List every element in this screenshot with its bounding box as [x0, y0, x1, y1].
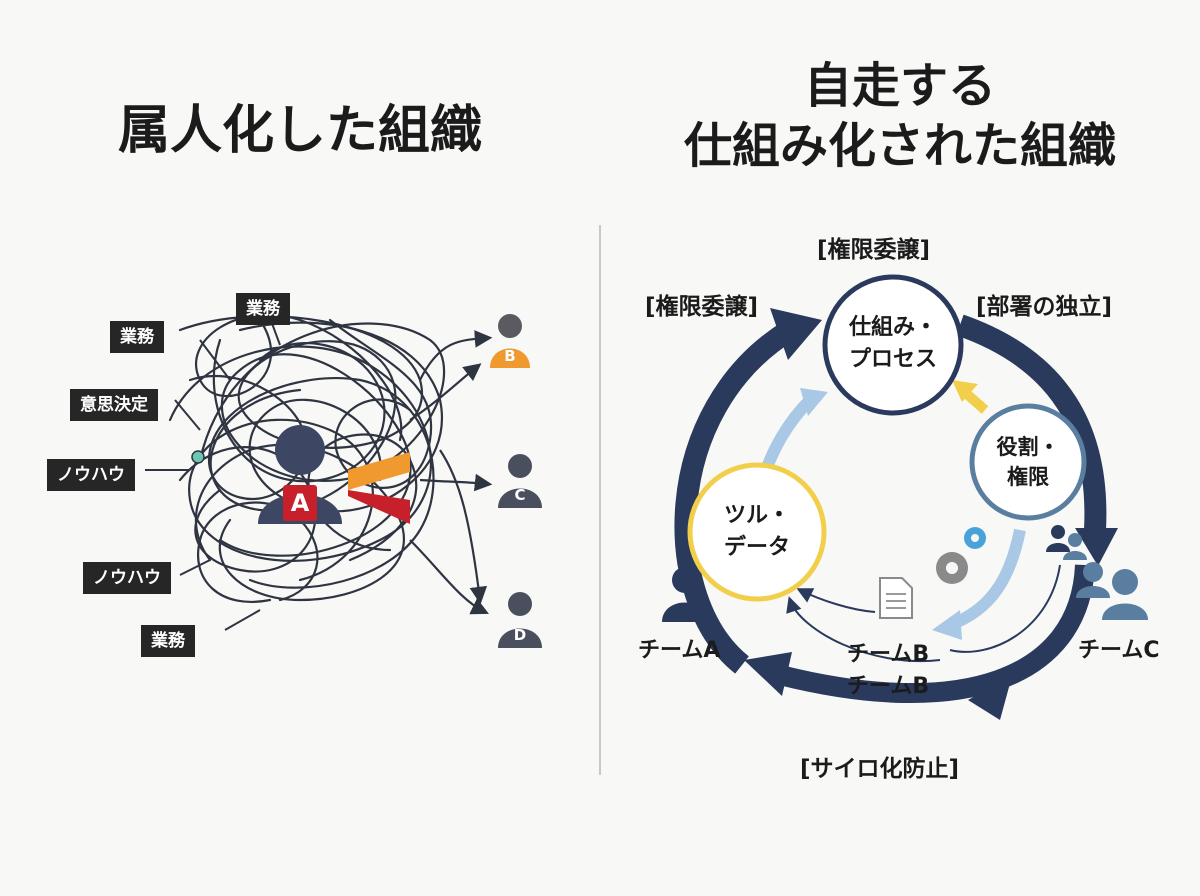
person-c-label: C: [514, 486, 526, 504]
thin-arrow-teamb: [786, 596, 941, 663]
person-a-label: A: [290, 489, 310, 517]
person-b-label: B: [504, 347, 516, 365]
navy-arrowhead-right: [1075, 528, 1118, 566]
right-title-line-2: 仕組み化された組織: [683, 118, 1116, 174]
navy-arc-bottom: [777, 564, 1095, 703]
left-title: 属人化した組織: [117, 101, 482, 161]
tag-business-3: 業務: [141, 625, 195, 657]
label-delegation-top: [権限委譲]: [817, 237, 931, 263]
person-d-label: D: [513, 626, 527, 644]
arrows-to-people: [409, 330, 493, 615]
yellow-arrowhead: [952, 380, 978, 402]
tag-connectors: [145, 317, 281, 631]
label-delegation-left: [権限委譲]: [645, 294, 759, 320]
roles-node-line-1: 役割・: [996, 435, 1060, 459]
team-a-person-icon: [662, 567, 708, 622]
tools-node-line-1: ツル・: [723, 503, 790, 528]
right-title: 自走する 仕組み化された組織: [600, 56, 1200, 176]
navy-arrowhead-bottom-right: [968, 676, 1012, 720]
roles-node-line-2: 権限: [1007, 465, 1049, 489]
person-c: [498, 454, 542, 508]
right-title-line-1: 自走する: [803, 58, 996, 114]
navy-arc-left: [674, 320, 796, 674]
divider: [599, 225, 601, 775]
team-b-label-2: チームB: [847, 674, 930, 699]
tools-node-line-2: データ: [723, 535, 790, 560]
person-a: [258, 425, 342, 524]
team-c-label: チームC: [1078, 638, 1160, 663]
thin-arrow-teamc: [949, 564, 1061, 653]
thin-arrow-doc: [796, 588, 876, 613]
light-blue-arrowhead-right: [932, 610, 962, 640]
roles-node-label: 役割・ 権限: [972, 432, 1084, 492]
yellow-arrow: [964, 391, 989, 414]
tag-business-2: 業務: [110, 321, 164, 353]
process-circle: [822, 274, 964, 416]
junction-node: [191, 450, 205, 464]
team-b-label-1: チームB: [847, 642, 930, 667]
document-icon: [879, 577, 913, 619]
navy-arrowhead-bottom-left: [744, 652, 792, 696]
process-node-line-2: プロセス: [848, 347, 937, 372]
navy-arc-right-top: [956, 314, 1107, 531]
person-d: [498, 592, 542, 648]
tag-knowhow-1: ノウハウ: [47, 459, 135, 491]
tag-decision-making: 意思決定: [70, 389, 158, 421]
tools-node-label: ツル・ データ: [690, 500, 824, 564]
navy-arrowhead-left: [770, 308, 822, 360]
red-bar: [348, 490, 410, 524]
label-silo-prevention: [サイロ化防止]: [800, 756, 960, 782]
process-node-line-1: 仕組み・: [848, 315, 937, 340]
label-department-independence: [部署の独立]: [976, 294, 1113, 320]
person-b: [490, 314, 530, 368]
tag-business-1: 業務: [236, 293, 290, 325]
team-c-people-icon: [1046, 525, 1148, 620]
orange-bar: [348, 452, 410, 490]
light-blue-arc-right: [947, 528, 1026, 631]
roles-circle: [969, 403, 1087, 521]
team-a-label: チームA: [638, 638, 721, 663]
process-node-label: 仕組み・ プロセス: [825, 312, 961, 376]
light-blue-arrowhead-left: [800, 388, 828, 416]
tools-circle: [687, 462, 827, 602]
tag-knowhow-2: ノウハウ: [83, 562, 171, 594]
gear-icon: [936, 527, 986, 584]
